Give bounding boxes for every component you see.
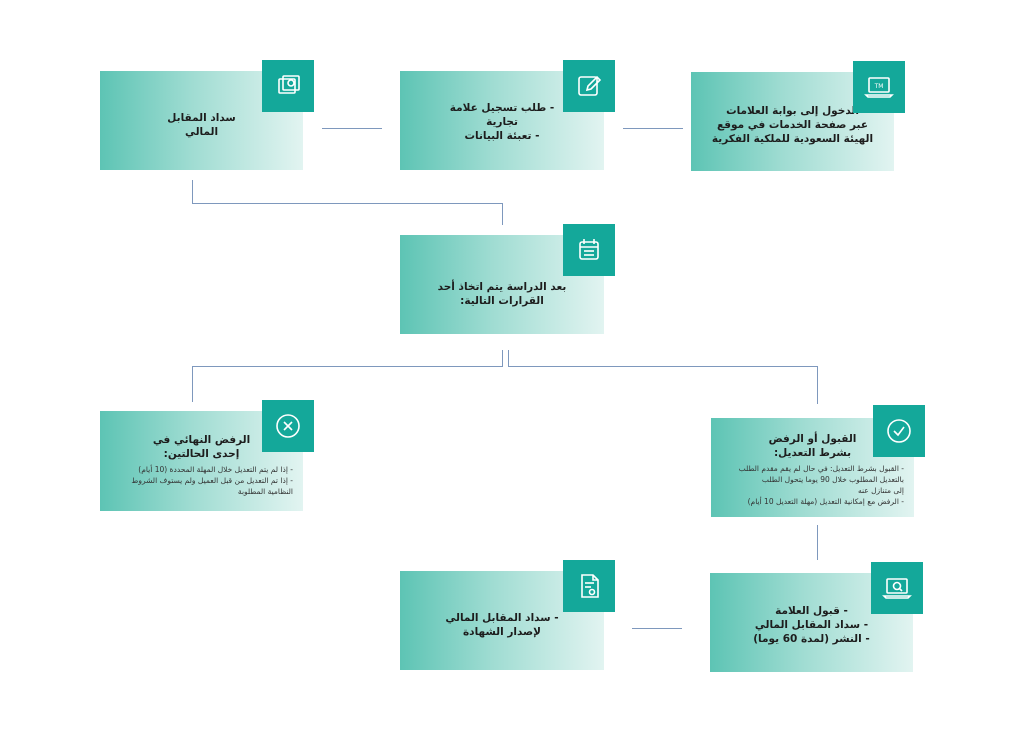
portal-line-1: الدخول إلى بوابة العلامات — [726, 105, 859, 117]
connector-acceptance-certificate — [632, 628, 682, 629]
connector-horizontal-top — [192, 203, 503, 204]
conditional-note-4: - الرفض مع إمكانية التعديل (مهلة التعديل… — [747, 497, 904, 506]
portal-line-3: الهيئة السعودية للملكية الفكرية — [711, 133, 874, 145]
acceptance-line-1: - قبول العلامة — [775, 605, 848, 617]
connector-payment-down — [192, 180, 193, 203]
connector-branch-left — [192, 366, 503, 367]
certificate-icon — [563, 560, 615, 612]
portal-line-2: عبر صفحة الخدمات في موقع — [716, 119, 869, 131]
request-line-3: - تعبئة البيانات — [464, 130, 540, 142]
conditional-title-1: القبول أو الرفض — [768, 433, 857, 445]
request-line-2: تجارية — [486, 116, 518, 128]
connector-conditional-acceptance — [817, 525, 818, 560]
connector-to-study — [502, 203, 503, 225]
certificate-line-2: لإصدار الشهادة — [462, 626, 542, 638]
conditional-note-1: - القبول بشرط التعديل: في حال لم يقم مقد… — [738, 464, 904, 473]
laptop-search-icon — [871, 562, 923, 614]
svg-text:TM: TM — [874, 83, 884, 90]
request-line-1: - طلب تسجيل علامة — [449, 102, 555, 114]
connector-branch-right — [508, 366, 817, 367]
study-line-2: القرارات التالية: — [460, 295, 544, 307]
acceptance-box: - قبول العلامة - سداد المقابل المالي - ا… — [710, 573, 913, 672]
rejection-note-2: - إذا تم التعديل من قبل العميل ولم يستوف… — [131, 476, 293, 485]
connector-right-down — [817, 366, 818, 404]
rejection-note-1: - إذا لم يتم التعديل خلال المهلة المحددة… — [138, 465, 293, 474]
conditional-title-2: بشرط التعديل: — [773, 447, 852, 459]
tm-laptop-icon: TM — [853, 61, 905, 113]
study-line-1: بعد الدراسة يتم اتخاذ أحد — [437, 281, 567, 293]
conditional-note-3: إلى متنازل عنه — [857, 486, 904, 495]
rejection-title-2: إحدى الحالتين: — [163, 448, 240, 460]
close-icon — [262, 400, 314, 452]
step-payment-box: سداد المقابل المالي — [100, 71, 303, 170]
pencil-edit-icon — [563, 60, 615, 112]
payment-line-2: المالي — [184, 126, 219, 138]
connector-study-right-down — [508, 350, 509, 366]
connector-left-down — [192, 366, 193, 402]
connector-study-left-down — [502, 350, 503, 366]
rejection-title-1: الرفض النهائي في — [152, 434, 251, 446]
certificate-line-1: - سداد المقابل المالي — [445, 612, 559, 624]
acceptance-line-3: - النشر (لمدة 60 يوما) — [753, 633, 870, 645]
conditional-note-2: بالتعديل المطلوب خلال 90 يوما يتحول الطل… — [761, 475, 904, 484]
money-icon — [262, 60, 314, 112]
payment-line-1: سداد المقابل — [167, 112, 236, 124]
rejection-note-3: النظامية المطلوبة — [237, 487, 293, 496]
check-icon — [873, 405, 925, 457]
connector-portal-request — [623, 128, 683, 129]
acceptance-line-2: - سداد المقابل المالي — [754, 619, 869, 631]
connector-request-payment — [322, 128, 382, 129]
calendar-icon — [563, 224, 615, 276]
